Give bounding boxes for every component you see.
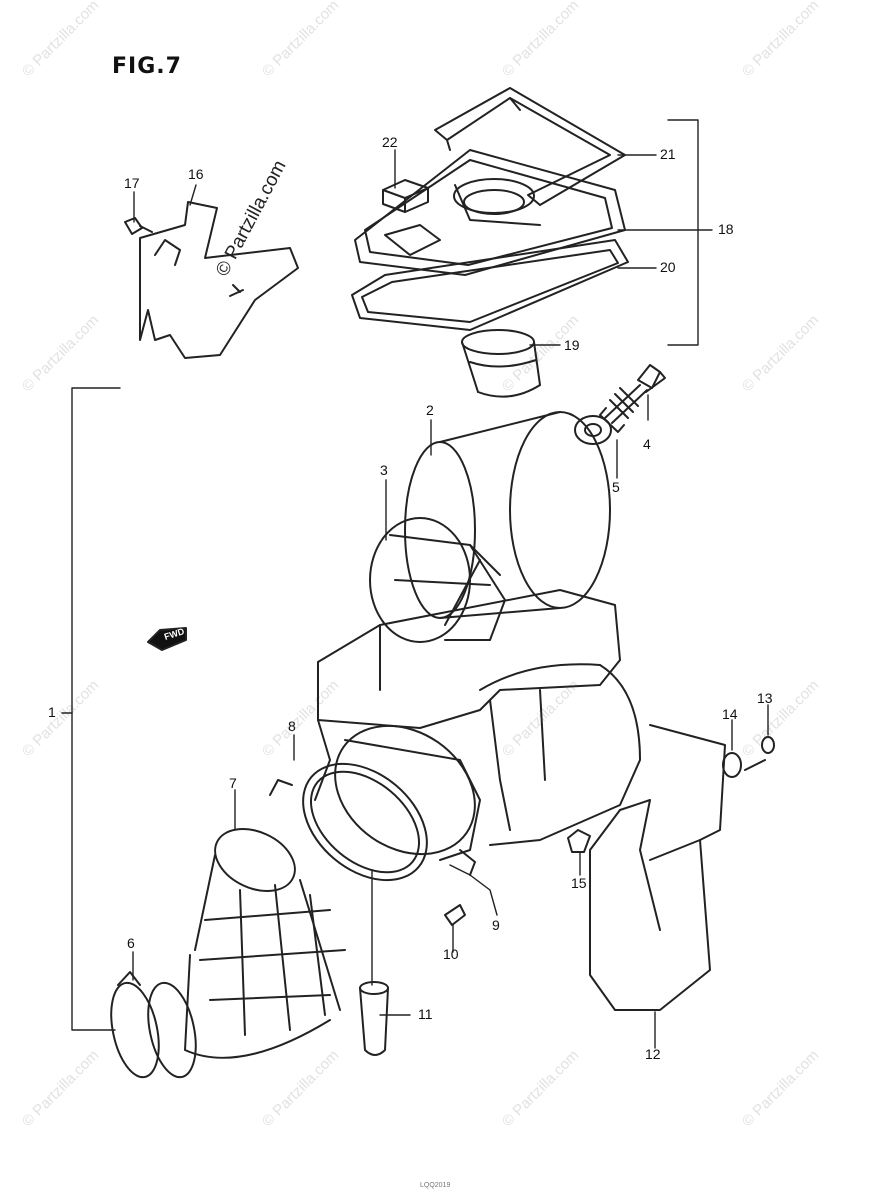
- callout-12: 12: [645, 1046, 661, 1062]
- callout-4: 4: [643, 436, 651, 452]
- part-4-wing-bolt: [599, 364, 666, 433]
- part-22-pad: [382, 179, 429, 213]
- part-11-drain: [359, 981, 389, 1056]
- part-3-filter-cage: [369, 517, 506, 643]
- callout-18: 18: [718, 221, 734, 237]
- callout-19: 19: [564, 337, 580, 353]
- part-13-bolt: [744, 736, 775, 771]
- callout-11: 11: [418, 1006, 433, 1022]
- part-15-bolt: [567, 829, 591, 853]
- callout-13: 13: [757, 690, 773, 706]
- part-19-pipe: [461, 329, 541, 398]
- leader-lines: [61, 119, 769, 1049]
- footer-code: LQQ2019: [420, 1182, 451, 1189]
- callout-6: 6: [127, 935, 135, 951]
- callout-9: 9: [492, 917, 500, 933]
- part-12-duct: [589, 724, 726, 1011]
- callout-22: 22: [382, 134, 398, 150]
- part-10-screw: [444, 904, 466, 926]
- part-8-gasket: [269, 762, 428, 882]
- fwd-arrow: [147, 627, 187, 651]
- callout-3: 3: [380, 462, 388, 478]
- callout-8: 8: [288, 718, 296, 734]
- callout-17: 17: [124, 175, 140, 191]
- callout-21: 21: [660, 146, 676, 162]
- callout-7: 7: [229, 775, 237, 791]
- part-9-flange: [334, 724, 476, 876]
- part-16-bracket: [139, 201, 299, 359]
- callout-2: 2: [426, 402, 434, 418]
- part-2-filter-element: [404, 411, 611, 619]
- callout-10: 10: [443, 946, 459, 962]
- callout-20: 20: [660, 259, 676, 275]
- part-1-air-cleaner-case: [314, 589, 641, 861]
- part-21-frame: [434, 87, 626, 206]
- part-14-washer: [722, 752, 742, 778]
- callout-15: 15: [571, 875, 587, 891]
- part-6-clamp: [110, 971, 197, 1079]
- figure-title: FIG.7: [112, 54, 182, 79]
- part-7-intake-boot: [184, 828, 346, 1059]
- callout-14: 14: [722, 706, 738, 722]
- part-17-bolt: [124, 217, 153, 235]
- part-20-gasket: [351, 239, 629, 331]
- callout-5: 5: [612, 479, 620, 495]
- callout-16: 16: [188, 166, 204, 182]
- callout-1: 1: [48, 704, 56, 720]
